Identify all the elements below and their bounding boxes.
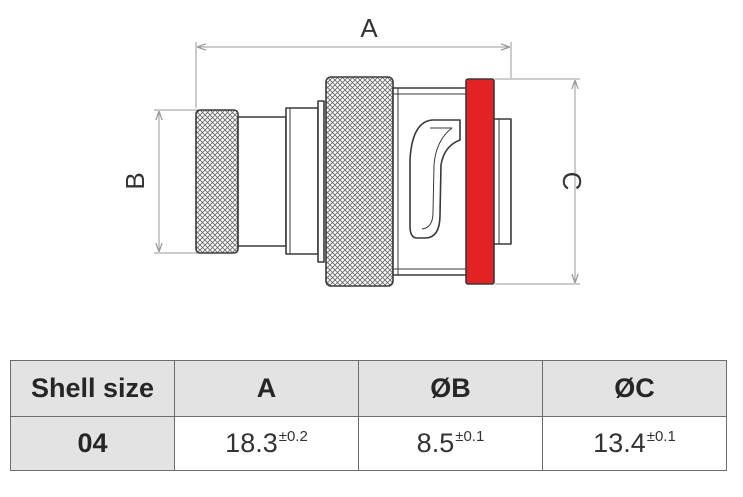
cell-a-value: 18.3 (225, 428, 278, 458)
connector-body (195, 76, 512, 287)
cell-b: 8.5±0.1 (358, 416, 543, 471)
dimension-a-label: A (360, 13, 378, 43)
header-c: ØC (542, 360, 727, 417)
header-b: ØB (358, 360, 543, 417)
cell-c-value: 13.4 (593, 428, 646, 458)
dimension-c-label: C (557, 172, 587, 191)
table-header-row: Shell size A ØB ØC (10, 360, 727, 417)
cell-a-tolerance: ±0.2 (278, 428, 308, 445)
cell-b-tolerance: ±0.1 (455, 428, 485, 445)
table-row: 04 18.3±0.2 8.5±0.1 13.4±0.1 (10, 416, 727, 471)
dimension-b-label: B (120, 172, 150, 189)
specs-table: Shell size A ØB ØC 04 18.3±0.2 8.5±0.1 1… (10, 360, 727, 471)
cell-b-value: 8.5 (416, 428, 455, 458)
cell-a: 18.3±0.2 (174, 416, 359, 471)
dimension-b: B (120, 109, 200, 254)
cell-c: 13.4±0.1 (542, 416, 727, 471)
cell-shell-size: 04 (10, 416, 175, 471)
connector-drawing: A B C (120, 13, 587, 287)
header-shell-size: Shell size (10, 360, 175, 417)
dimension-c: C (495, 78, 587, 285)
cell-c-tolerance: ±0.1 (646, 428, 676, 445)
header-a: A (174, 360, 359, 417)
dimension-a: A (195, 13, 512, 108)
